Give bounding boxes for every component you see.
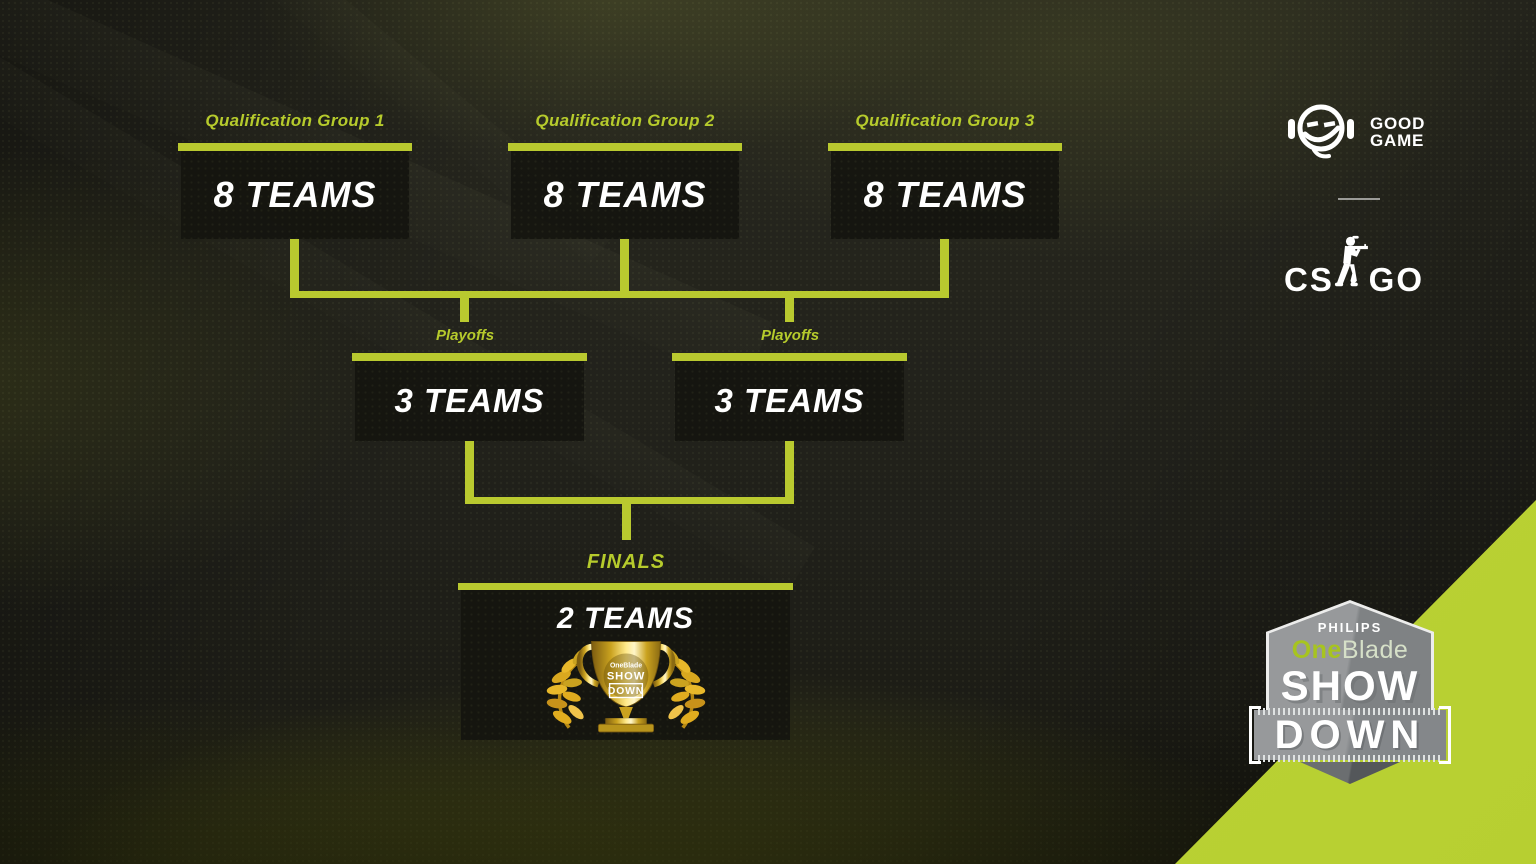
organizer-name-line2: GAME	[1370, 131, 1425, 150]
finals-box: 2 TEAMS	[458, 583, 793, 740]
badge-product-accent: One	[1291, 636, 1342, 664]
razor-teeth	[1258, 708, 1442, 715]
badge-word1-text: SHOW	[1280, 662, 1420, 709]
connector-line	[785, 291, 794, 322]
razor-teeth	[1258, 755, 1442, 762]
playoffs-1-box: 3 TEAMS	[352, 353, 587, 441]
playoffs-2-box: 3 TEAMS	[672, 353, 907, 441]
logo-divider	[1338, 198, 1380, 200]
qualification-group-3-teams: 8 TEAMS	[863, 174, 1027, 215]
box-accent-bar	[508, 143, 742, 151]
playoffs-1-label: Playoffs	[435, 327, 495, 344]
qualification-group-1-label: Qualification Group 1	[205, 111, 385, 130]
connector-line	[460, 291, 469, 322]
connector-line	[620, 239, 629, 298]
connector-line	[290, 239, 299, 298]
csgo-go-text: GO	[1368, 261, 1424, 298]
good-game-logo: GOOD GAME	[1286, 96, 1425, 168]
csgo-cs-text: CS	[1284, 261, 1334, 298]
qualification-group-2-label: Qualification Group 2	[535, 111, 715, 130]
qualification-group-2-teams: 8 TEAMS	[543, 174, 707, 215]
box-accent-bar	[178, 143, 412, 151]
oneblade-showdown-badge: PHILIPS OneBlade SHOW DOWN	[1249, 598, 1451, 788]
csgo-soldier-icon	[1334, 235, 1368, 287]
badge-product-text: OneBlade	[1254, 636, 1446, 665]
organizer-name-line1: GOOD	[1370, 114, 1426, 133]
playoffs-1-teams: 3 TEAMS	[394, 382, 545, 419]
trophy-icon: OneBlade SHOW DOWN	[543, 641, 708, 733]
qualification-group-2-box: Qualification Group 2 8 TEAMS	[508, 111, 742, 239]
connector-line	[290, 291, 949, 298]
qualification-group-3-box: Qualification Group 3 8 TEAMS	[828, 111, 1062, 239]
plate-bracket-right	[1439, 706, 1451, 764]
qualification-group-1-teams: 8 TEAMS	[213, 174, 377, 215]
box-accent-bar	[828, 143, 1062, 151]
box-accent-bar	[672, 353, 907, 361]
badge-product-rest: Blade	[1341, 636, 1409, 664]
qualification-group-1-box: Qualification Group 1 8 TEAMS	[178, 111, 412, 239]
csgo-logo: CS GO	[1284, 228, 1424, 304]
badge-word2-text: DOWN	[1274, 712, 1426, 757]
badge-word2-plate: DOWN	[1249, 706, 1451, 764]
connector-line	[940, 239, 949, 298]
connector-line	[785, 441, 794, 504]
qualification-group-3-label: Qualification Group 3	[855, 111, 1035, 130]
finals-teams: 2 TEAMS	[556, 602, 695, 635]
trophy-word2-text: DOWN	[607, 686, 643, 697]
badge-brand-text: PHILIPS	[1317, 620, 1383, 635]
badge-shield-tail	[1300, 762, 1400, 784]
box-accent-bar	[352, 353, 587, 361]
trophy-word1-text: SHOW	[606, 670, 644, 682]
connector-line	[465, 441, 474, 504]
finals-label: FINALS	[586, 551, 666, 573]
connector-line	[622, 497, 631, 540]
playoffs-2-teams: 3 TEAMS	[714, 382, 865, 419]
playoffs-2-label: Playoffs	[760, 327, 820, 344]
plate-bracket-left	[1249, 706, 1261, 764]
trophy-brand-text: OneBlade	[609, 662, 641, 669]
box-accent-bar	[458, 583, 793, 590]
good-game-headset-icon	[1288, 104, 1354, 159]
